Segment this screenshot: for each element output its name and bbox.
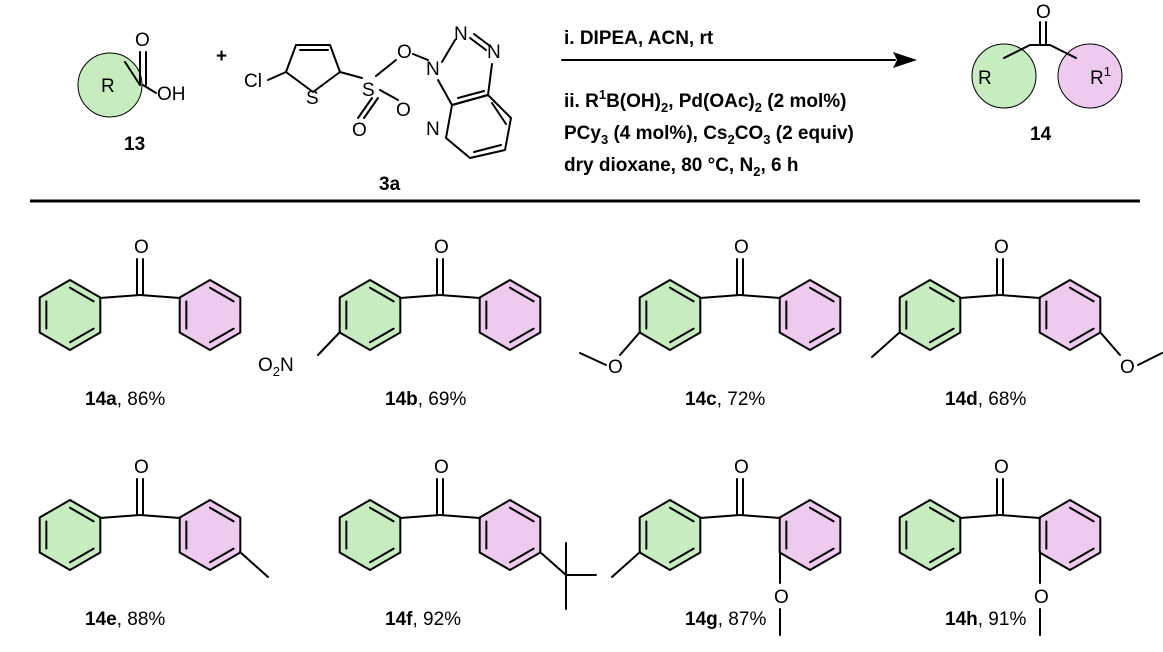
- pink-ring: [178, 499, 242, 571]
- carbonyl-o: O: [994, 457, 1009, 478]
- green-ring: [638, 279, 702, 351]
- green-ring: [338, 279, 402, 351]
- product-grid: O 14a, 86% O O2N 14b, 69% O O 14c, 72% O O 14d, 68…: [38, 237, 1163, 636]
- product-14c: O O 14c, 72%: [579, 237, 842, 410]
- methoxy-o: O: [608, 357, 623, 378]
- product-carbonyl-o: O: [1036, 2, 1051, 23]
- pink-ring: [778, 499, 842, 571]
- condition-step-2: ii. R1B(OH)2, Pd(OAc)2 (2 mol%): [564, 87, 846, 115]
- carbonyl-o: O: [134, 457, 149, 478]
- pink-ring: [478, 279, 542, 351]
- methoxy-o: O: [1034, 587, 1049, 608]
- pink-ring: [178, 279, 242, 351]
- pyridine-n: N: [426, 119, 440, 140]
- product-14f: O 14f, 92%: [338, 457, 597, 630]
- product-14g: O O 14g, 87%: [611, 457, 842, 636]
- product-r1-pink-circle: [1057, 43, 1123, 109]
- product-14d: O O 14d, 68%: [871, 237, 1163, 410]
- thiophene-s: S: [306, 88, 319, 109]
- condition-step-1: i. DIPEA, ACN, rt: [564, 28, 714, 49]
- product-label: 14b, 69%: [385, 389, 466, 410]
- compound-number-3a: 3a: [379, 174, 401, 195]
- carbonyl-o: O: [994, 237, 1009, 258]
- product-14e: O 14e, 88%: [38, 457, 269, 630]
- product-r-label: R: [978, 68, 992, 89]
- acid-oh: OH: [157, 84, 186, 105]
- carbonyl-o: O: [734, 237, 749, 258]
- carbonyl-o: O: [434, 457, 449, 478]
- carboxylic-acid-13: R O OH 13: [77, 30, 186, 155]
- green-ring: [898, 499, 962, 571]
- triazole-n3: N: [487, 42, 501, 63]
- sulfonyl-o1: O: [352, 120, 367, 141]
- methoxy-o: O: [774, 587, 789, 608]
- sulfonyl-s: S: [362, 80, 375, 101]
- pink-ring: [478, 499, 542, 571]
- pink-ring: [778, 279, 842, 351]
- carbonyl-o: O: [734, 457, 749, 478]
- product-label: 14d, 68%: [945, 389, 1026, 410]
- reagent-cl: Cl: [244, 71, 262, 92]
- product-r-green-circle: [971, 43, 1037, 109]
- product-label: 14f, 92%: [385, 609, 461, 630]
- ketone-product-14: R R1 O 14: [971, 2, 1123, 145]
- product-14h: O O 14h, 91%: [898, 457, 1102, 636]
- acid-r-label: R: [101, 76, 115, 97]
- ester-o: O: [397, 42, 412, 63]
- sulfonyl-o2: O: [396, 100, 411, 121]
- product-14a: O 14a, 86%: [38, 237, 242, 410]
- compound-number-14: 14: [1030, 124, 1052, 145]
- product-label: 14h, 91%: [945, 609, 1026, 630]
- carbonyl-o: O: [134, 237, 149, 258]
- sulfonyl-reagent-3a: Cl S S O O O N N N N 3a: [244, 24, 512, 195]
- pink-ring: [1038, 279, 1102, 351]
- green-ring: [338, 499, 402, 571]
- condition-step-3: PCy3 (4 mol%), Cs2CO3 (2 equiv): [564, 123, 854, 147]
- acid-carbonyl-o: O: [135, 30, 150, 51]
- triazole-n2: N: [454, 24, 468, 45]
- reaction-arrow: [561, 52, 917, 68]
- green-ring: [898, 279, 962, 351]
- carbonyl-o: O: [434, 237, 449, 258]
- triazole-n1: N: [426, 59, 440, 80]
- pink-ring: [1038, 499, 1102, 571]
- compound-number-13: 13: [124, 134, 145, 155]
- product-label: 14c, 72%: [685, 389, 765, 410]
- product-label: 14a, 86%: [85, 389, 165, 410]
- green-ring: [38, 279, 102, 351]
- product-14b: O O2N 14b, 69%: [258, 237, 542, 410]
- green-ring: [638, 499, 702, 571]
- product-label: 14e, 88%: [85, 609, 165, 630]
- product-label: 14g, 87%: [685, 609, 766, 630]
- green-ring: [38, 499, 102, 571]
- plus-sign: +: [216, 46, 227, 67]
- methoxy-o: O: [1120, 357, 1135, 378]
- nitro-group: O2N: [258, 355, 294, 379]
- condition-step-4: dry dioxane, 80 °C, N2, 6 h: [564, 155, 798, 179]
- product-r1-label: R1: [1090, 64, 1111, 89]
